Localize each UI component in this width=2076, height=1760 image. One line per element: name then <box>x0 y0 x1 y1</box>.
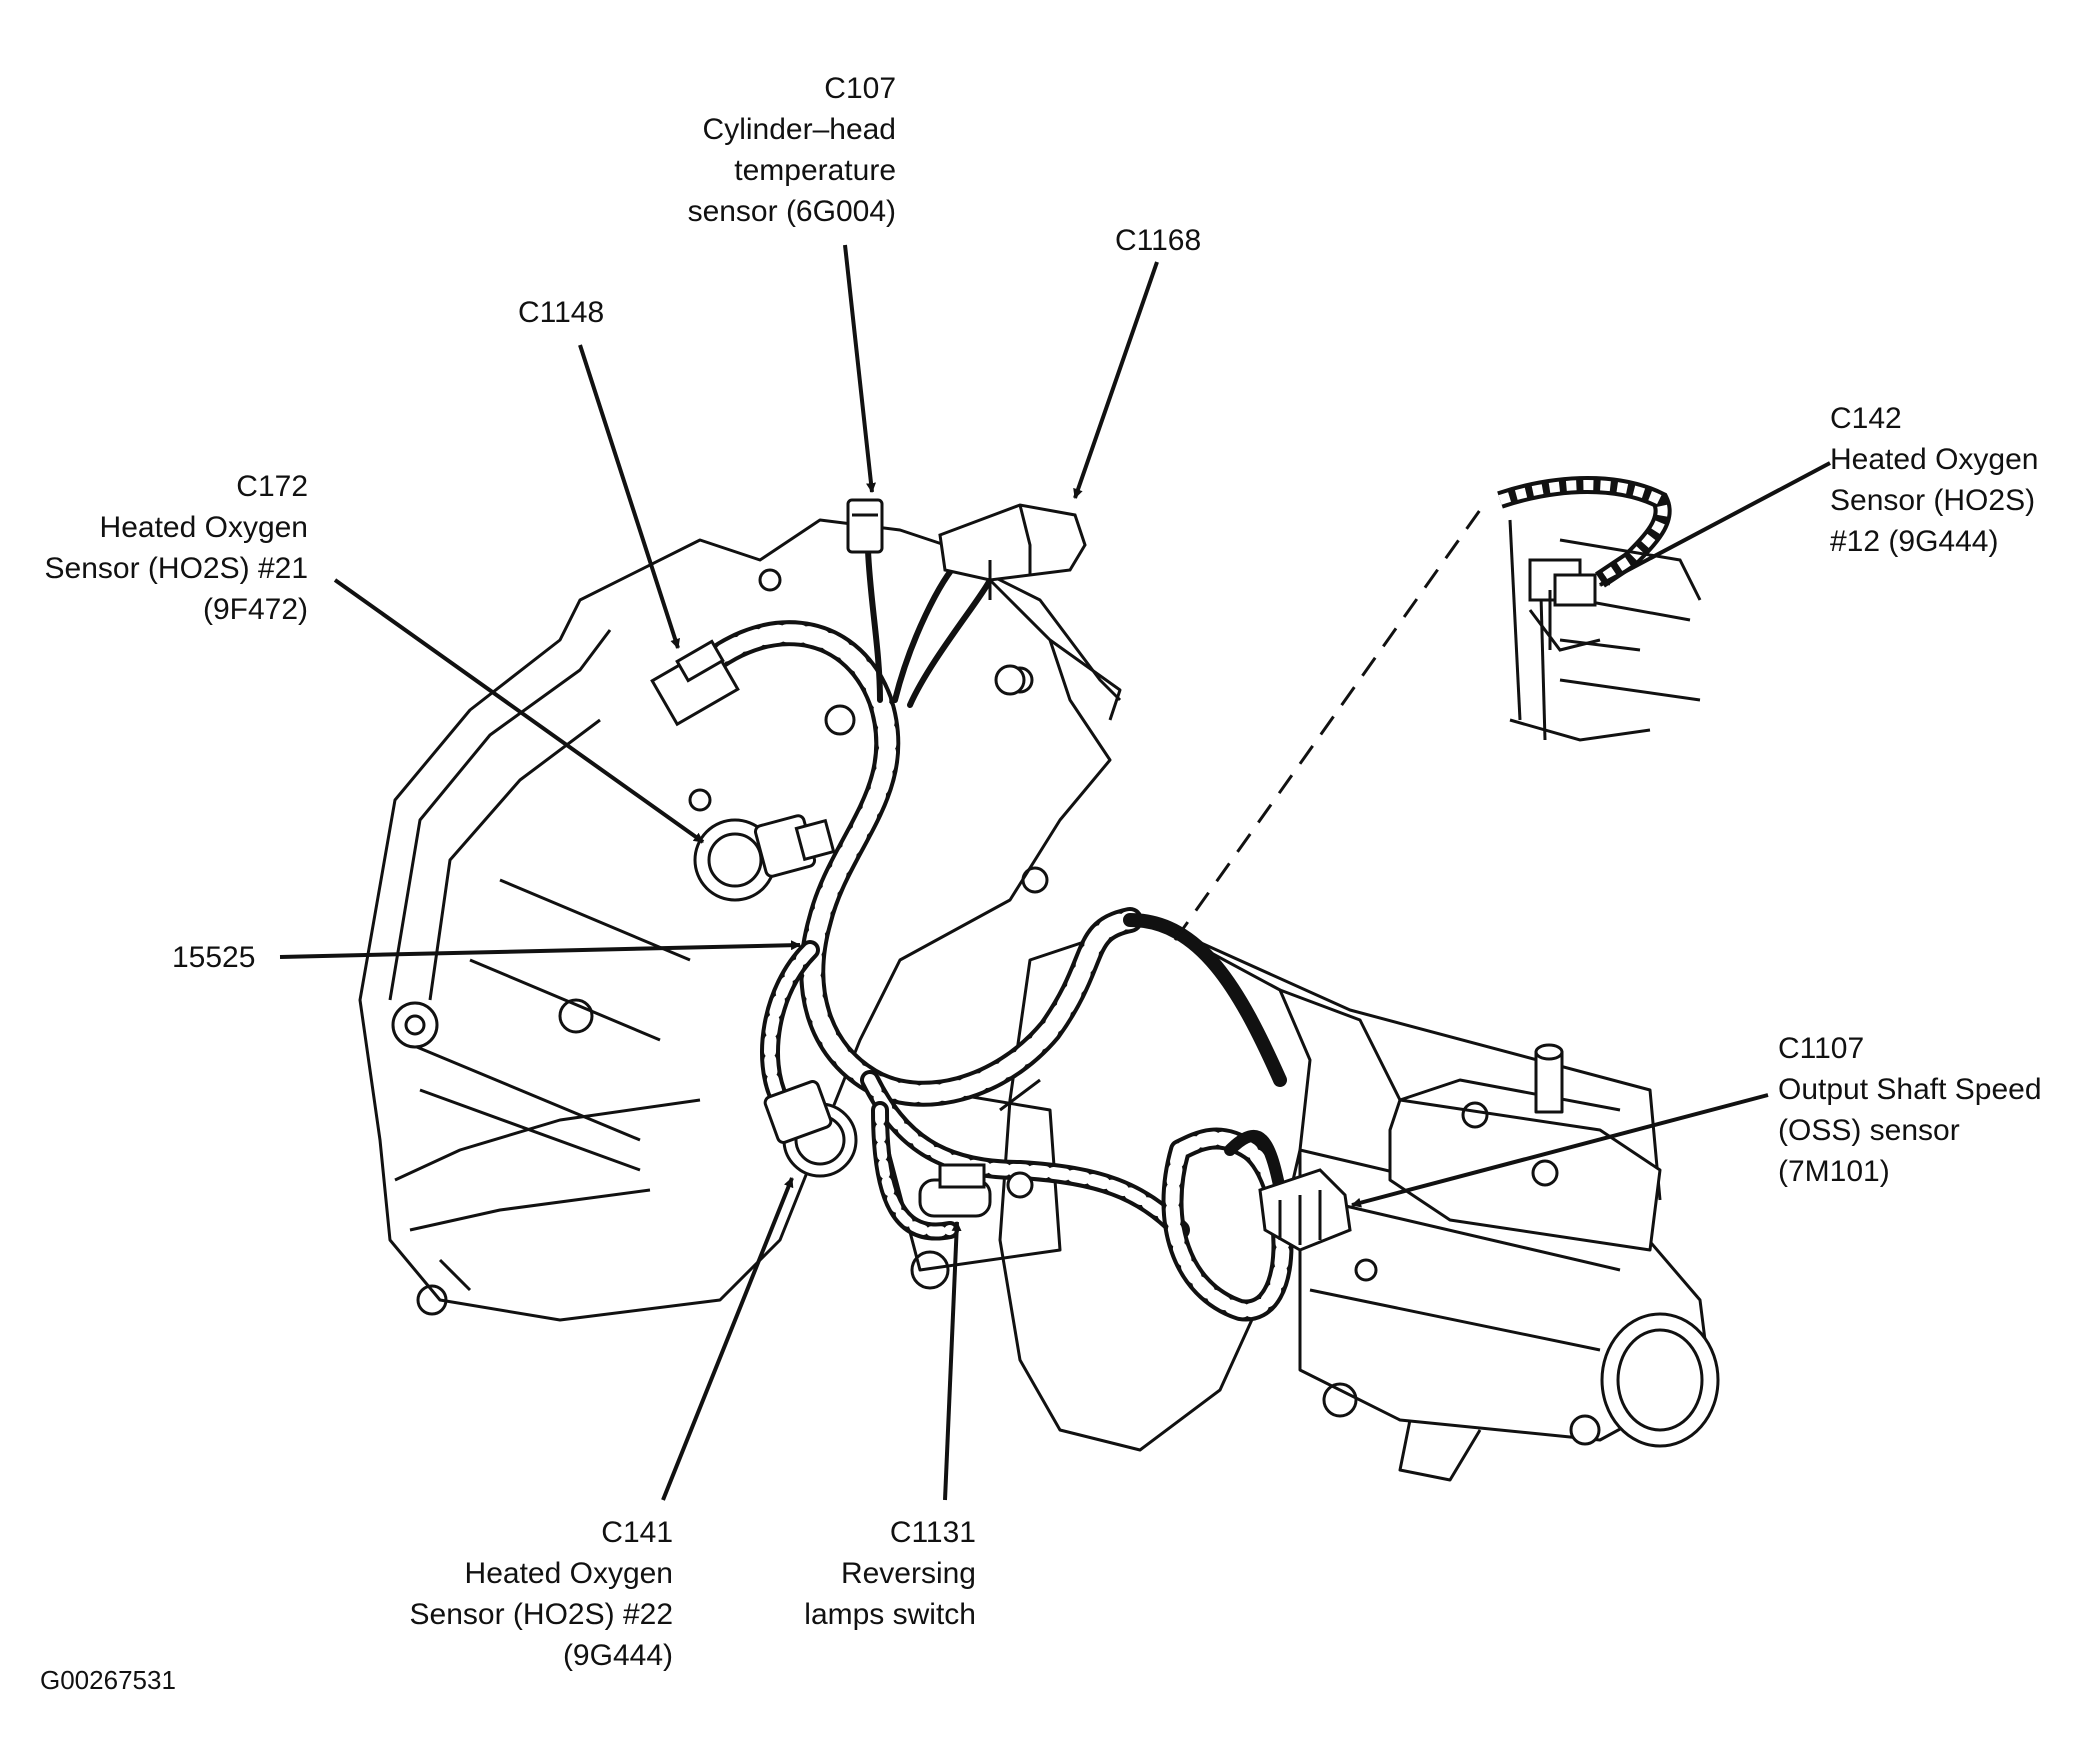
callout-c1107-line-2: Output Shaft Speed <box>1778 1073 2042 1106</box>
transmission-case <box>358 518 1720 1482</box>
connector-c1107 <box>1258 1168 1352 1252</box>
callout-15525-line-1: 15525 <box>172 941 256 974</box>
leader-c1148 <box>578 344 680 649</box>
callout-c1148: C1148 <box>518 292 604 333</box>
callout-c1168: C1168 <box>1115 220 1201 261</box>
wiring-harness-15525 <box>677 547 1294 1322</box>
callout-c142-line-1: C142 <box>1830 402 1902 435</box>
callout-c107-line-1: C107 <box>824 72 896 105</box>
callout-c1107: C1107 Output Shaft Speed (OSS) sensor (7… <box>1778 1028 2042 1192</box>
callout-c107-line-4: sensor (6G004) <box>687 195 896 228</box>
callout-c141: C141 Heated Oxygen Sensor (HO2S) #22 (9G… <box>410 1512 673 1676</box>
leader-c141 <box>661 1177 794 1501</box>
connector-c1148 <box>650 639 740 727</box>
callout-c1131-line-3: lamps switch <box>804 1598 976 1631</box>
connector-c1168 <box>938 503 1087 600</box>
callout-c172: C172 Heated Oxygen Sensor (HO2S) #21 (9F… <box>45 466 308 630</box>
connector-c1131 <box>918 1163 1034 1218</box>
callout-c1131-line-1: C1131 <box>889 1516 976 1549</box>
callout-c1107-line-1: C1107 <box>1778 1032 1865 1065</box>
callout-c1107-line-3: (OSS) sensor <box>1778 1114 1960 1147</box>
connectors <box>650 498 1352 1252</box>
leader-c172 <box>333 578 705 844</box>
callout-c141-line-2: Heated Oxygen <box>464 1557 673 1590</box>
callout-c1107-line-4: (7M101) <box>1778 1155 1890 1188</box>
leader-c1107 <box>1351 1093 1769 1208</box>
callout-c141-line-3: Sensor (HO2S) #22 <box>409 1598 673 1631</box>
callout-c107-line-3: temperature <box>734 154 896 187</box>
callout-c141-line-1: C141 <box>601 1516 673 1549</box>
leader-c1168 <box>1073 261 1159 499</box>
leader-c142 <box>1599 461 1831 587</box>
callout-c142: C142 Heated Oxygen Sensor (HO2S) #12 (9G… <box>1830 398 2038 562</box>
callout-c107-line-2: Cylinder–head <box>702 113 896 146</box>
callout-c172-line-2: Heated Oxygen <box>99 511 308 544</box>
callout-c1168-line-1: C1168 <box>1115 224 1202 257</box>
callout-c1131-line-2: Reversing <box>840 1557 976 1590</box>
leader-c107 <box>843 244 876 493</box>
leader-c1131 <box>943 1221 962 1501</box>
callout-c1131: C1131 Reversing lamps switch <box>804 1512 976 1635</box>
callout-c142-line-3: Sensor (HO2S) <box>1830 484 2036 517</box>
inset-locator-line <box>1173 509 1482 941</box>
leader-lines <box>279 244 1831 1501</box>
c142-inset-detail <box>1497 476 1702 742</box>
figure-id: G00267531 <box>40 1665 176 1695</box>
connector-c172 <box>693 814 836 902</box>
connector-c141 <box>763 1080 858 1178</box>
callout-c172-line-1: C172 <box>236 470 308 503</box>
callout-15525: 15525 <box>172 937 255 978</box>
callout-c142-line-4: #12 (9G444) <box>1830 525 1999 558</box>
callout-c142-line-2: Heated Oxygen <box>1830 443 2039 476</box>
callout-c1148-line-1: C1148 <box>518 296 605 329</box>
leader-15525 <box>279 940 801 959</box>
callout-c172-line-4: (9F472) <box>202 593 308 626</box>
connector-c107 <box>846 498 884 554</box>
callout-c172-line-3: Sensor (HO2S) #21 <box>44 552 308 585</box>
callout-c141-line-4: (9G444) <box>562 1639 673 1672</box>
callout-c107: C107 Cylinder–head temperature sensor (6… <box>688 68 896 232</box>
